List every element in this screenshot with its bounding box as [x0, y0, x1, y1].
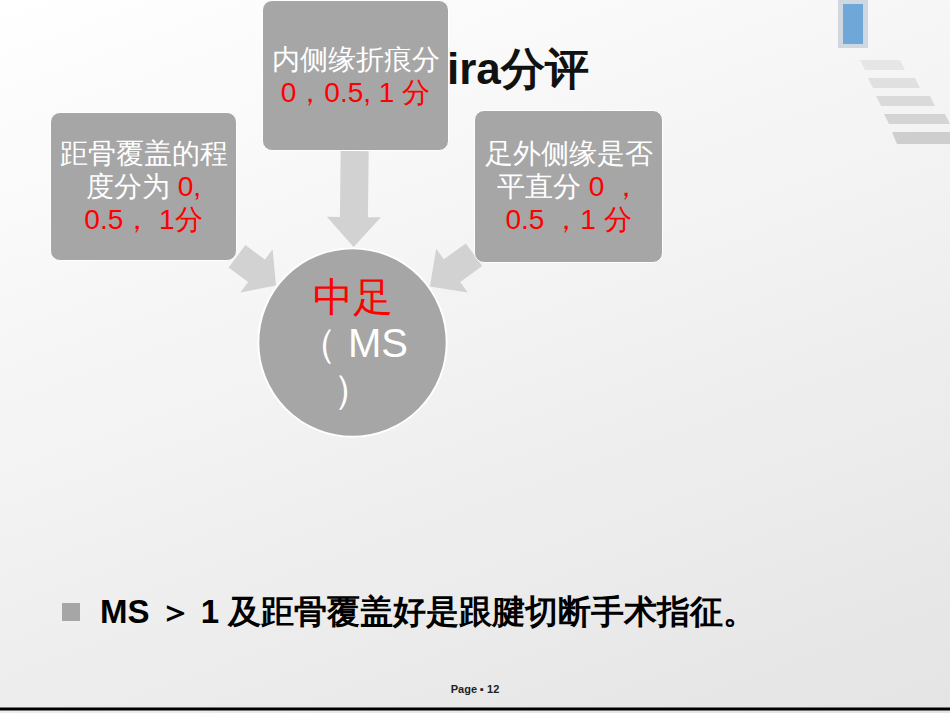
text-block: 足外侧缘是否平直分 0 ，0.5 ，1 分 [481, 137, 656, 236]
bottom-rule [0, 708, 950, 711]
stair-step [884, 114, 950, 124]
slide-title: ira分评 [447, 40, 589, 99]
note-text: MS ＞ 1 及距骨覆盖好是跟腱切断手术指征。 [100, 590, 756, 635]
stair-illustration [838, 0, 950, 144]
stair-step [860, 60, 905, 70]
bullet-square [62, 603, 80, 621]
stair-step [876, 96, 935, 106]
score-circle: 中足（ MS ） [257, 247, 448, 438]
block-arrow [327, 151, 381, 247]
criterion-box: 内侧缘折痕分 0，0.5, 1 分 [262, 0, 449, 151]
score-values: 0，0.5, 1 分 [281, 77, 430, 108]
door-light [843, 4, 863, 44]
criterion-box: 距骨覆盖的程度分为 0, 0.5， 1分 [50, 112, 237, 261]
page-number: Page ▪ 12 [0, 683, 950, 695]
node-heading: 中足 [313, 274, 393, 320]
stair-step [892, 132, 950, 144]
criterion-box: 足外侧缘是否平直分 0 ，0.5 ，1 分 [474, 110, 663, 263]
text-block: 内侧缘折痕分 0，0.5, 1 分 [269, 43, 442, 109]
node-text: 内侧缘折痕分 [272, 44, 440, 75]
node-text: （ MS ） [279, 320, 426, 412]
text-block: 距骨覆盖的程度分为 0, 0.5， 1分 [57, 137, 230, 236]
stair-step [868, 78, 920, 88]
node-text: 距骨覆盖的程度分为 [60, 138, 228, 202]
door-frame [838, 0, 868, 48]
